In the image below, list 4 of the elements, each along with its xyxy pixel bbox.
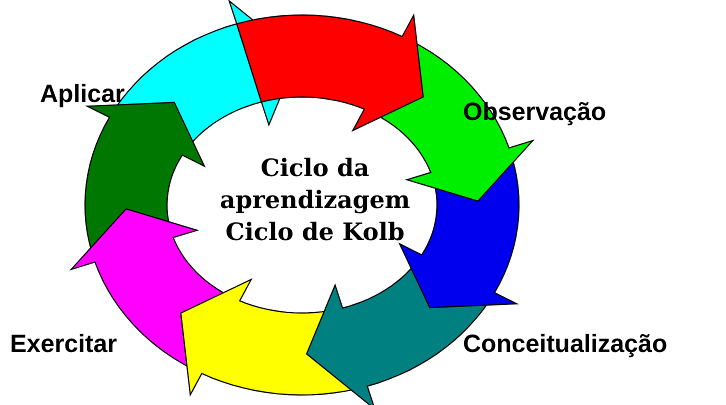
stage-label: Conceitualização — [463, 330, 668, 359]
diagram-title: Ciclo da aprendizagem Ciclo de Kolb — [218, 152, 412, 248]
stage-label: Aplicar — [40, 80, 125, 109]
stage-label: Exercitar — [10, 330, 118, 359]
